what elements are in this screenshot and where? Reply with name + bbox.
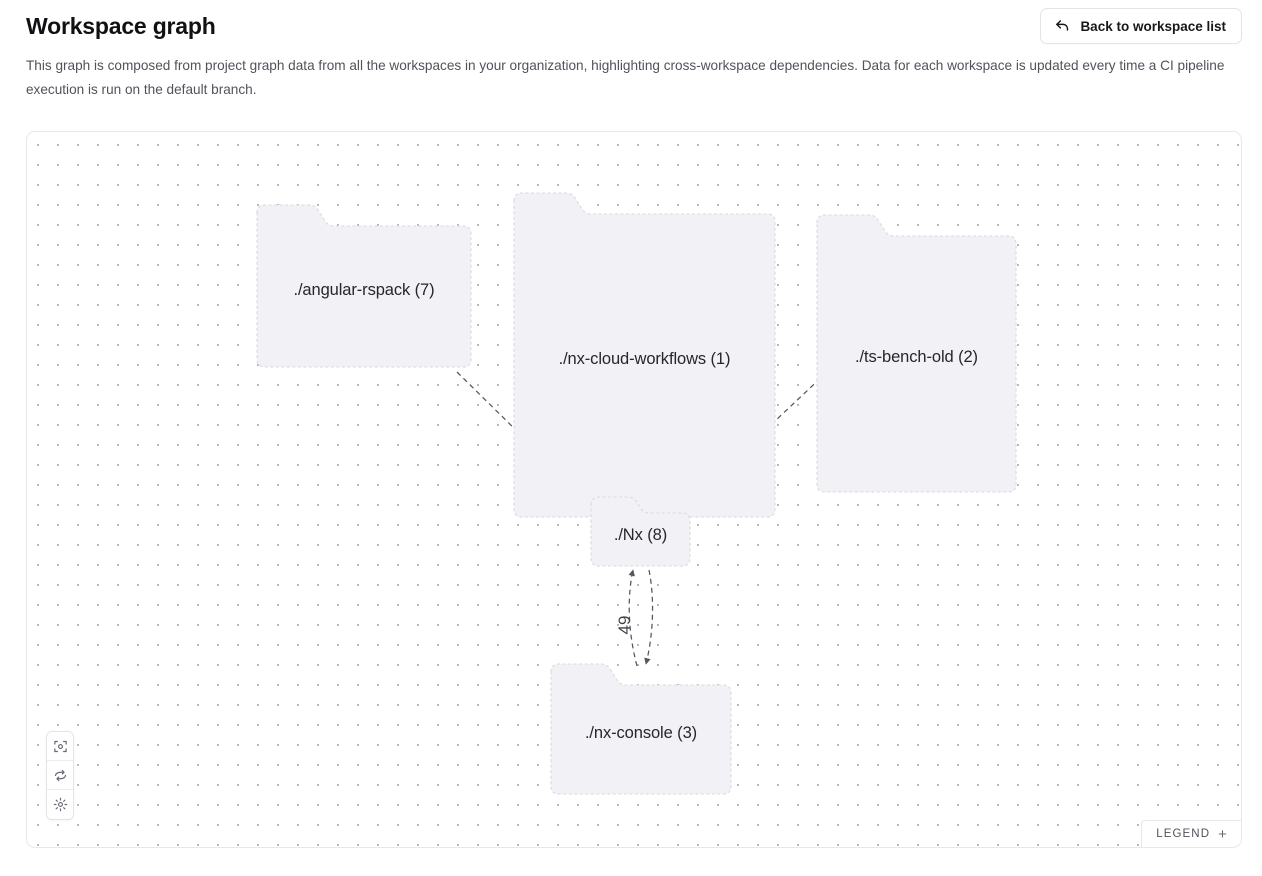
page-description: This graph is composed from project grap… (26, 58, 1225, 97)
back-button-label: Back to workspace list (1080, 18, 1226, 34)
reset-refresh-icon (53, 768, 68, 783)
legend-label: LEGEND (1156, 828, 1211, 840)
graph-node-nx-console[interactable]: ./nx-console (3) (547, 660, 735, 798)
edge-label-nx-console-nx: 49 (615, 616, 634, 635)
node-label: ./angular-rspack (7) (293, 280, 435, 299)
reset-graph-button[interactable] (47, 761, 73, 790)
node-label: ./nx-console (3) (584, 723, 698, 742)
graph-node-angular-rspack[interactable]: ./angular-rspack (7) (253, 201, 475, 371)
svg-text:49: 49 (615, 616, 634, 635)
back-arrow-icon (1054, 18, 1071, 35)
folder-shape-icon (256, 204, 472, 368)
edge-nx-to-nx-console (644, 569, 654, 665)
gear-icon (53, 797, 68, 812)
back-to-workspace-list-button[interactable]: Back to workspace list (1040, 8, 1242, 44)
node-label: ./ts-bench-old (2) (855, 348, 978, 366)
legend-toggle[interactable]: LEGEND + (1141, 820, 1241, 847)
node-label: ./Nx (8) (613, 526, 668, 544)
graph-node-nx-cloud-workflows[interactable]: ./nx-cloud-workflows (1) (510, 189, 779, 521)
graph-controls (46, 731, 74, 820)
plus-icon: + (1218, 825, 1228, 843)
graph-canvas[interactable]: 26 6 49 ./angular-rspack (7) ./nx-cloud-… (26, 131, 1242, 848)
page-title: Workspace graph (26, 13, 216, 39)
page-header: Workspace graph Back to workspace list (26, 8, 1242, 44)
focus-graph-button[interactable] (47, 732, 73, 761)
graph-settings-button[interactable] (47, 790, 73, 819)
folder-shape-icon (816, 214, 1017, 493)
folder-shape-icon (513, 192, 776, 518)
focus-target-icon (53, 739, 68, 754)
node-label: ./nx-cloud-workflows (1) (558, 349, 731, 368)
graph-node-ts-bench-old[interactable]: ./ts-bench-old (2) (813, 211, 1020, 496)
folder-shape-icon (550, 663, 732, 795)
edge-nx-console-to-nx (628, 569, 638, 667)
graph-node-nx[interactable]: ./Nx (8) (588, 494, 693, 569)
folder-shape-icon (590, 496, 691, 567)
